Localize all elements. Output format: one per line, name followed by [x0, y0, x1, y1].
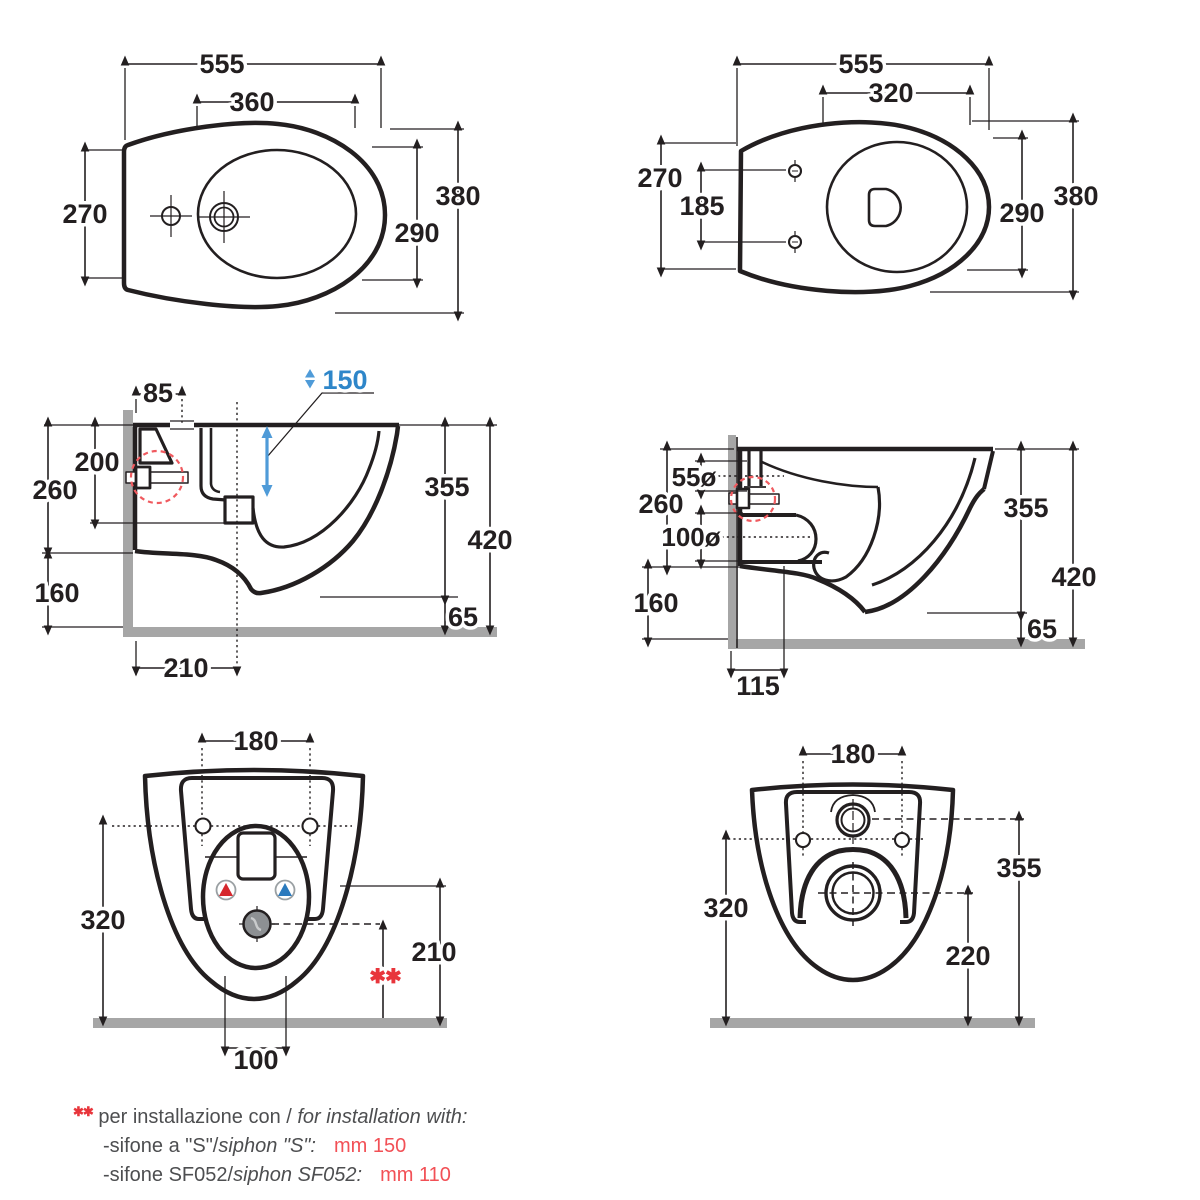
siphon-sf052-label-it: -sifone SF052/ — [103, 1164, 234, 1186]
dim-bidet-side-150: 150 — [322, 365, 367, 395]
dim-bidet-side-210: 210 — [163, 653, 208, 683]
dim-bidet-side-160: 160 — [34, 578, 79, 608]
dim-bidet-side-420: 420 — [467, 525, 512, 555]
dim-wc-front-355: 355 — [996, 853, 1041, 883]
footnote-mark: ✱✱ — [73, 1104, 94, 1119]
floor-section — [123, 627, 497, 637]
dim-wc-side-115: 115 — [736, 671, 780, 701]
footnote-siphon-sf052: -sifone SF052/siphon SF052: mm 110 — [103, 1161, 467, 1190]
siphon-sf052-value: mm 110 — [380, 1164, 451, 1186]
dim-bidet-top-380: 380 — [435, 181, 480, 211]
wc-front-view: 180 320 355 220 — [700, 736, 1045, 1028]
floor-section — [710, 1018, 1035, 1028]
floor-section — [728, 639, 1085, 649]
wc-side-dimensions: 55ø 260 100ø 160 355 420 65 115 — [630, 440, 1100, 705]
dim-bidet-side-65: 65 — [448, 602, 478, 632]
footnote-intro: ✱✱ per installazione con / for installat… — [73, 1097, 467, 1132]
wc-side-outline — [716, 446, 995, 615]
dim-bidet-top-270: 270 — [62, 199, 107, 229]
dim-wc-side-420: 420 — [1051, 562, 1096, 592]
dim-bidet-side-200: 200 — [74, 447, 119, 477]
dim-wc-top-270: 270 — [637, 163, 682, 193]
wc-top-dimensions: 555 320 270 185 380 290 — [634, 46, 1102, 301]
dim-bidet-front-180: 180 — [233, 726, 278, 756]
footnote-intro-it: per installazione con / — [98, 1106, 292, 1128]
dim-wc-front-320: 320 — [703, 893, 748, 923]
dim-bidet-side-260: 260 — [32, 475, 77, 505]
wc-front-dimensions: 180 320 355 220 — [700, 736, 1045, 1027]
dim-wc-top-290: 290 — [999, 198, 1044, 228]
bidet-front-outline — [142, 767, 366, 1002]
dim-wc-front-220: 220 — [945, 941, 990, 971]
footnote-siphon-s: -sifone a "S"/siphon "S": mm 150 — [103, 1132, 467, 1161]
bidet-side-view: 85 150 200 260 160 355 420 65 210 — [29, 362, 516, 687]
installation-footnote: ✱✱ per installazione con / for installat… — [73, 1097, 467, 1190]
wc-front-outline — [749, 782, 956, 983]
hot-water-marker — [219, 883, 233, 896]
dim-bidet-front-210: 210 — [411, 937, 456, 967]
dim-wc-side-355: 355 — [1003, 493, 1048, 523]
bidet-top-outline — [121, 120, 388, 310]
bidet-front-dimensions: 180 320 210 100 ✱✱ — [77, 723, 460, 1079]
fixing-detail-circle — [129, 449, 185, 505]
dim-bidet-front-320: 320 — [80, 905, 125, 935]
dim-wc-side-100: 100ø — [661, 522, 720, 552]
siphon-s-value: mm 150 — [333, 1135, 407, 1157]
dim-wc-side-260: 260 — [638, 489, 683, 519]
dim-bidet-side-355: 355 — [424, 472, 469, 502]
wc-top-view: 555 320 270 185 380 290 — [634, 46, 1102, 301]
fixing-detail-circle — [729, 475, 777, 523]
dim-bidet-top-290: 290 — [394, 218, 439, 248]
water-depth-leader — [266, 392, 374, 458]
bidet-side-dimensions: 85 150 200 260 160 355 420 65 210 — [29, 362, 516, 687]
cold-water-marker — [278, 883, 292, 896]
dim-wc-front-180: 180 — [830, 739, 875, 769]
wc-side-view: 55ø 260 100ø 160 355 420 65 115 — [630, 435, 1100, 705]
wc-top-outline — [737, 119, 992, 295]
dim-bidet-top-555: 555 — [199, 49, 244, 79]
footnote-intro-en: for installation with: — [297, 1106, 468, 1128]
dim-wc-side-160: 160 — [633, 588, 678, 618]
bidet-side-outline — [125, 402, 401, 676]
dim-wc-top-320: 320 — [868, 78, 913, 108]
dim-bidet-side-85: 85 — [143, 378, 173, 408]
bidet-top-dimensions: 555 360 270 380 290 — [59, 46, 484, 322]
dim-bidet-top-360: 360 — [229, 87, 274, 117]
bidet-front-view: 180 320 210 100 ✱✱ — [77, 723, 460, 1079]
dim-wc-top-185: 185 — [679, 191, 724, 221]
dim-wc-side-55: 55ø — [672, 462, 717, 492]
floor-section — [93, 1018, 447, 1028]
wall-section — [728, 435, 736, 649]
dim-wc-top-555: 555 — [838, 49, 883, 79]
dim-bidet-front-100: 100 — [233, 1045, 278, 1075]
dim-wc-top-380: 380 — [1053, 181, 1098, 211]
bidet-top-view: 555 360 270 380 290 — [59, 46, 484, 322]
siphon-s-label-it: -sifone a "S"/ — [103, 1135, 219, 1157]
siphon-note-mark: ✱✱ — [369, 966, 401, 988]
siphon-s-label-en: siphon "S": — [218, 1135, 316, 1157]
siphon-sf052-label-en: siphon SF052: — [233, 1164, 363, 1186]
dim-wc-side-65: 65 — [1027, 614, 1057, 644]
